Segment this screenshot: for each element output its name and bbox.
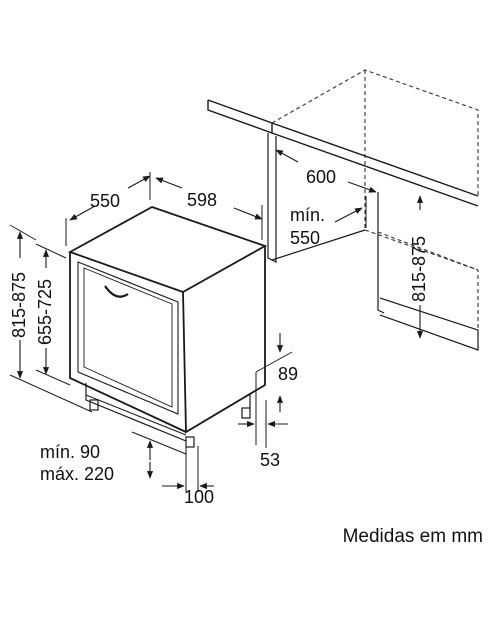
dim-niche-height-range: 815-875 (409, 236, 429, 302)
dim-door-gap-max: máx. 220 (40, 464, 114, 484)
dim-niche-depth-min-label: mín. (290, 205, 325, 225)
dim-appliance-width: 598 (187, 190, 217, 210)
dim-plinth-recess: 53 (260, 450, 280, 470)
dim-appliance-depth: 550 (90, 191, 120, 211)
dim-niche-depth-min-value: 550 (290, 228, 320, 248)
dishwasher-body (67, 206, 268, 448)
units-caption: Medidas em mm (343, 526, 483, 547)
dim-door-gap-min: mín. 90 (40, 442, 100, 462)
dim-niche-width: 600 (306, 167, 336, 187)
dim-overall-height-range: 815-875 (9, 272, 29, 338)
dim-appliance-height-range: 655-725 (35, 279, 55, 345)
dim-foot-offset: 100 (184, 487, 214, 507)
kitchen-niche (207, 69, 479, 351)
dimension-lines (9, 149, 424, 492)
dim-plinth-height: 89 (278, 364, 298, 384)
